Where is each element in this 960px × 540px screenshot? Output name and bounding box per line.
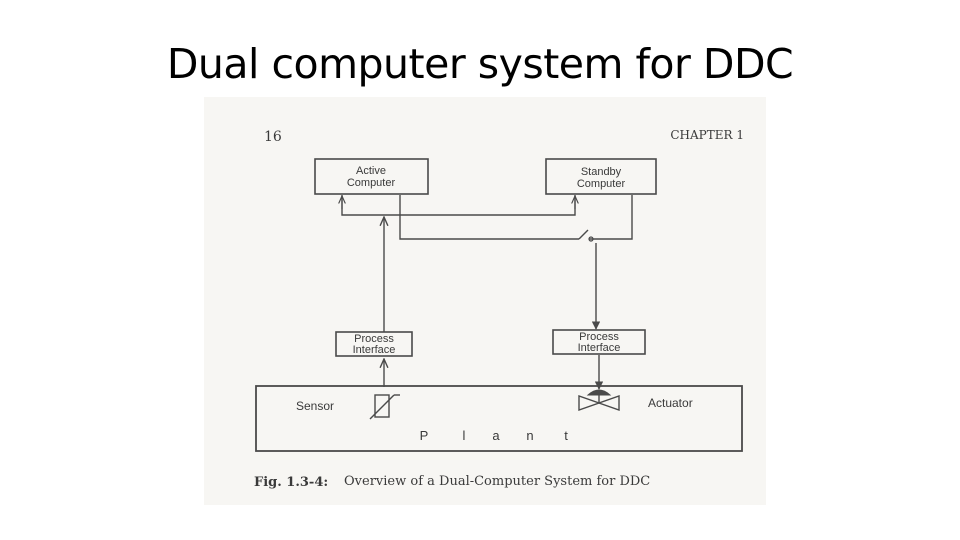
- process-interface-left-box: [335, 331, 413, 357]
- sensor-icon: [369, 394, 400, 420]
- plant-letter-1: P: [420, 428, 429, 443]
- process-interface-left-line1: Process: [354, 333, 394, 345]
- standby-computer-label-line2: Computer: [577, 178, 626, 190]
- active-computer-box: [314, 158, 429, 195]
- sensor-label: Sensor: [296, 399, 334, 413]
- plant-letter-3: a: [492, 428, 500, 443]
- actuator-label: Actuator: [648, 396, 693, 410]
- page-number: 16: [264, 129, 282, 145]
- output-bus-right: [589, 195, 633, 240]
- active-computer-label-line1: Active: [356, 165, 386, 177]
- standby-computer-box: [545, 158, 657, 195]
- standby-computer-label-line1: Standby: [581, 166, 622, 178]
- active-computer-label-line2: Computer: [347, 177, 396, 189]
- output-bus-left: [399, 195, 579, 240]
- figure-caption: Overview of a Dual-Computer System for D…: [344, 474, 650, 489]
- figure-number: Fig. 1.3-4:: [254, 475, 328, 490]
- changeover-switch: [578, 229, 589, 240]
- input-bus-line: [341, 195, 576, 216]
- actuator-valve-icon: [578, 389, 620, 411]
- scanned-figure: 16 CHAPTER 1 Active Computer Standby Com…: [204, 97, 766, 505]
- plant-letter-5: t: [564, 428, 568, 443]
- process-interface-right-box: [552, 329, 646, 355]
- switch-contact: [588, 236, 594, 242]
- slide-title: Dual computer system for DDC: [166, 40, 794, 88]
- process-interface-right-line2: Interface: [578, 342, 621, 354]
- chapter-heading: CHAPTER 1: [670, 128, 744, 142]
- process-interface-left-line2: Interface: [353, 344, 396, 356]
- dual-computer-diagram: 16 CHAPTER 1 Active Computer Standby Com…: [254, 128, 744, 490]
- plant-letter-2: l: [463, 428, 466, 443]
- plant-letter-4: n: [526, 428, 533, 443]
- process-interface-right-line1: Process: [579, 331, 619, 343]
- plant-box: [255, 385, 743, 452]
